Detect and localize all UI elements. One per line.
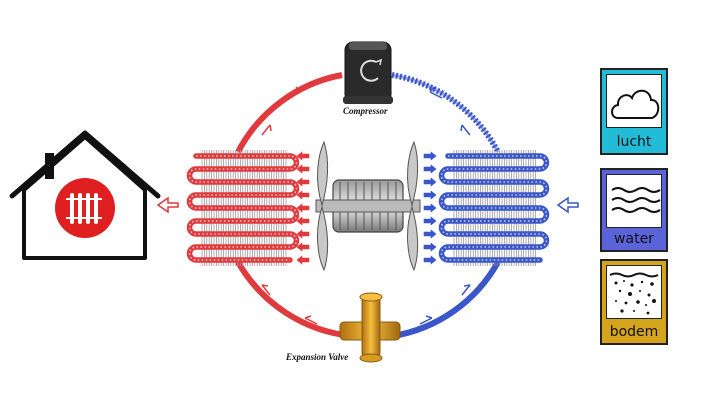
heat-output-arrow bbox=[156, 196, 179, 214]
radiator-icon bbox=[55, 178, 115, 238]
cloud-icon bbox=[611, 89, 660, 119]
fan-icon bbox=[315, 140, 421, 272]
flow-arrow bbox=[296, 242, 310, 252]
expansion-valve-label: Expansion Valve bbox=[286, 352, 349, 362]
source-card-water: water bbox=[600, 168, 668, 252]
heat-release-arrows bbox=[296, 151, 310, 265]
flow-arrow bbox=[423, 216, 437, 226]
refrigerant-loop bbox=[235, 72, 501, 339]
flow-arrow bbox=[423, 151, 437, 161]
compressor-icon bbox=[343, 41, 393, 104]
flow-arrow bbox=[423, 242, 437, 252]
flow-arrow bbox=[423, 190, 437, 200]
heat-absorb-arrows bbox=[423, 151, 437, 265]
flow-arrow bbox=[423, 229, 437, 239]
flow-arrow bbox=[296, 190, 310, 200]
water-waves-icon bbox=[611, 187, 661, 213]
flow-arrow bbox=[423, 177, 437, 187]
condenser-coil bbox=[186, 150, 300, 266]
flow-arrow bbox=[296, 229, 310, 239]
heat-input-arrow bbox=[556, 196, 579, 214]
source-label-lucht: lucht bbox=[616, 134, 652, 150]
compressor-label: Compressor bbox=[343, 106, 388, 116]
soil-icon bbox=[609, 272, 659, 315]
source-card-bodem: bodem bbox=[600, 259, 668, 345]
evaporator-coil bbox=[438, 150, 550, 266]
source-card-lucht: lucht bbox=[600, 68, 668, 155]
flow-arrow bbox=[423, 164, 437, 174]
flow-arrow bbox=[296, 164, 310, 174]
flow-arrow bbox=[423, 255, 437, 265]
flow-arrow bbox=[296, 255, 310, 265]
flow-arrow bbox=[296, 203, 310, 213]
expansion-valve-icon bbox=[339, 292, 401, 363]
flow-arrow bbox=[296, 177, 310, 187]
source-label-water: water bbox=[614, 231, 654, 247]
flow-arrow bbox=[296, 151, 310, 161]
flow-arrow bbox=[423, 203, 437, 213]
source-label-bodem: bodem bbox=[609, 324, 659, 340]
flow-arrow bbox=[296, 216, 310, 226]
